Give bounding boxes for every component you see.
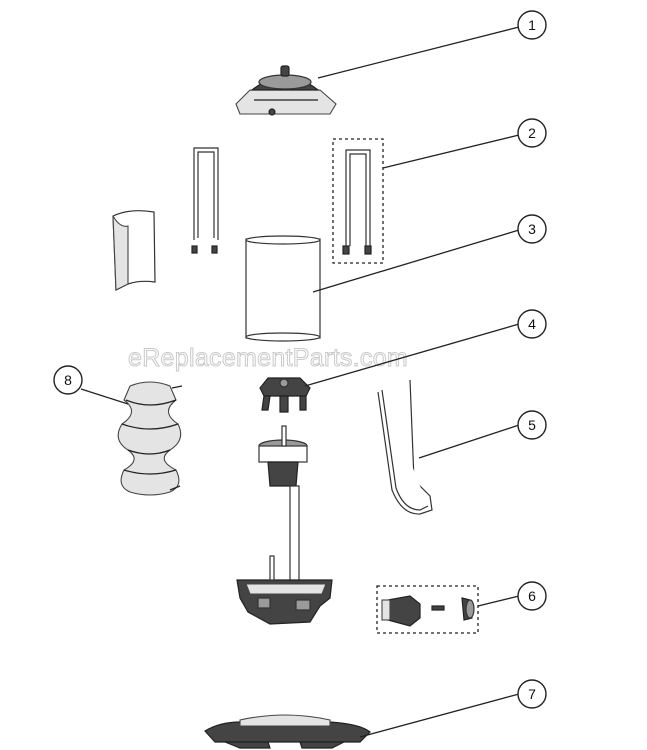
callout-1[interactable]: 1 [517,10,547,40]
svg-text:3: 3 [528,221,536,237]
fount-base [236,555,333,625]
leader-line-1 [317,26,520,79]
callout-4[interactable]: 4 [517,309,547,339]
part-2-frame-rods[interactable] [332,138,384,264]
heat-shield [112,210,156,291]
svg-text:6: 6 [528,588,536,604]
leader-line-5 [418,424,520,459]
callout-7[interactable]: 7 [517,679,547,709]
svg-text:5: 5 [528,417,536,433]
frame-rods-loose [191,147,219,254]
svg-text:8: 8 [64,372,72,388]
callout-6[interactable]: 6 [517,581,547,611]
leader-line-8 [80,388,129,405]
leader-line-4 [304,323,520,387]
generator-assembly [258,425,308,583]
part-6-valve-knob[interactable] [376,585,479,634]
part-4-burner-cap[interactable] [259,377,311,413]
callout-8[interactable]: 8 [53,365,83,395]
watermark-text: eReplacementParts.com [128,344,408,372]
callout-5[interactable]: 5 [517,410,547,440]
part-5-bail-handle[interactable] [377,379,433,515]
svg-text:7: 7 [528,686,536,702]
part-3-globe[interactable] [245,235,321,342]
part-7-base[interactable] [204,714,371,749]
callout-2[interactable]: 2 [517,118,547,148]
svg-text:1: 1 [528,17,536,33]
leader-line-6 [477,595,520,607]
callout-3[interactable]: 3 [517,214,547,244]
svg-text:2: 2 [528,125,536,141]
part-8-mantle[interactable] [117,381,183,496]
leader-line-7 [359,693,520,738]
leader-line-2 [382,134,520,169]
part-1-top-cap[interactable] [235,65,337,116]
leader-line-3 [312,229,520,293]
svg-text:4: 4 [528,316,536,332]
